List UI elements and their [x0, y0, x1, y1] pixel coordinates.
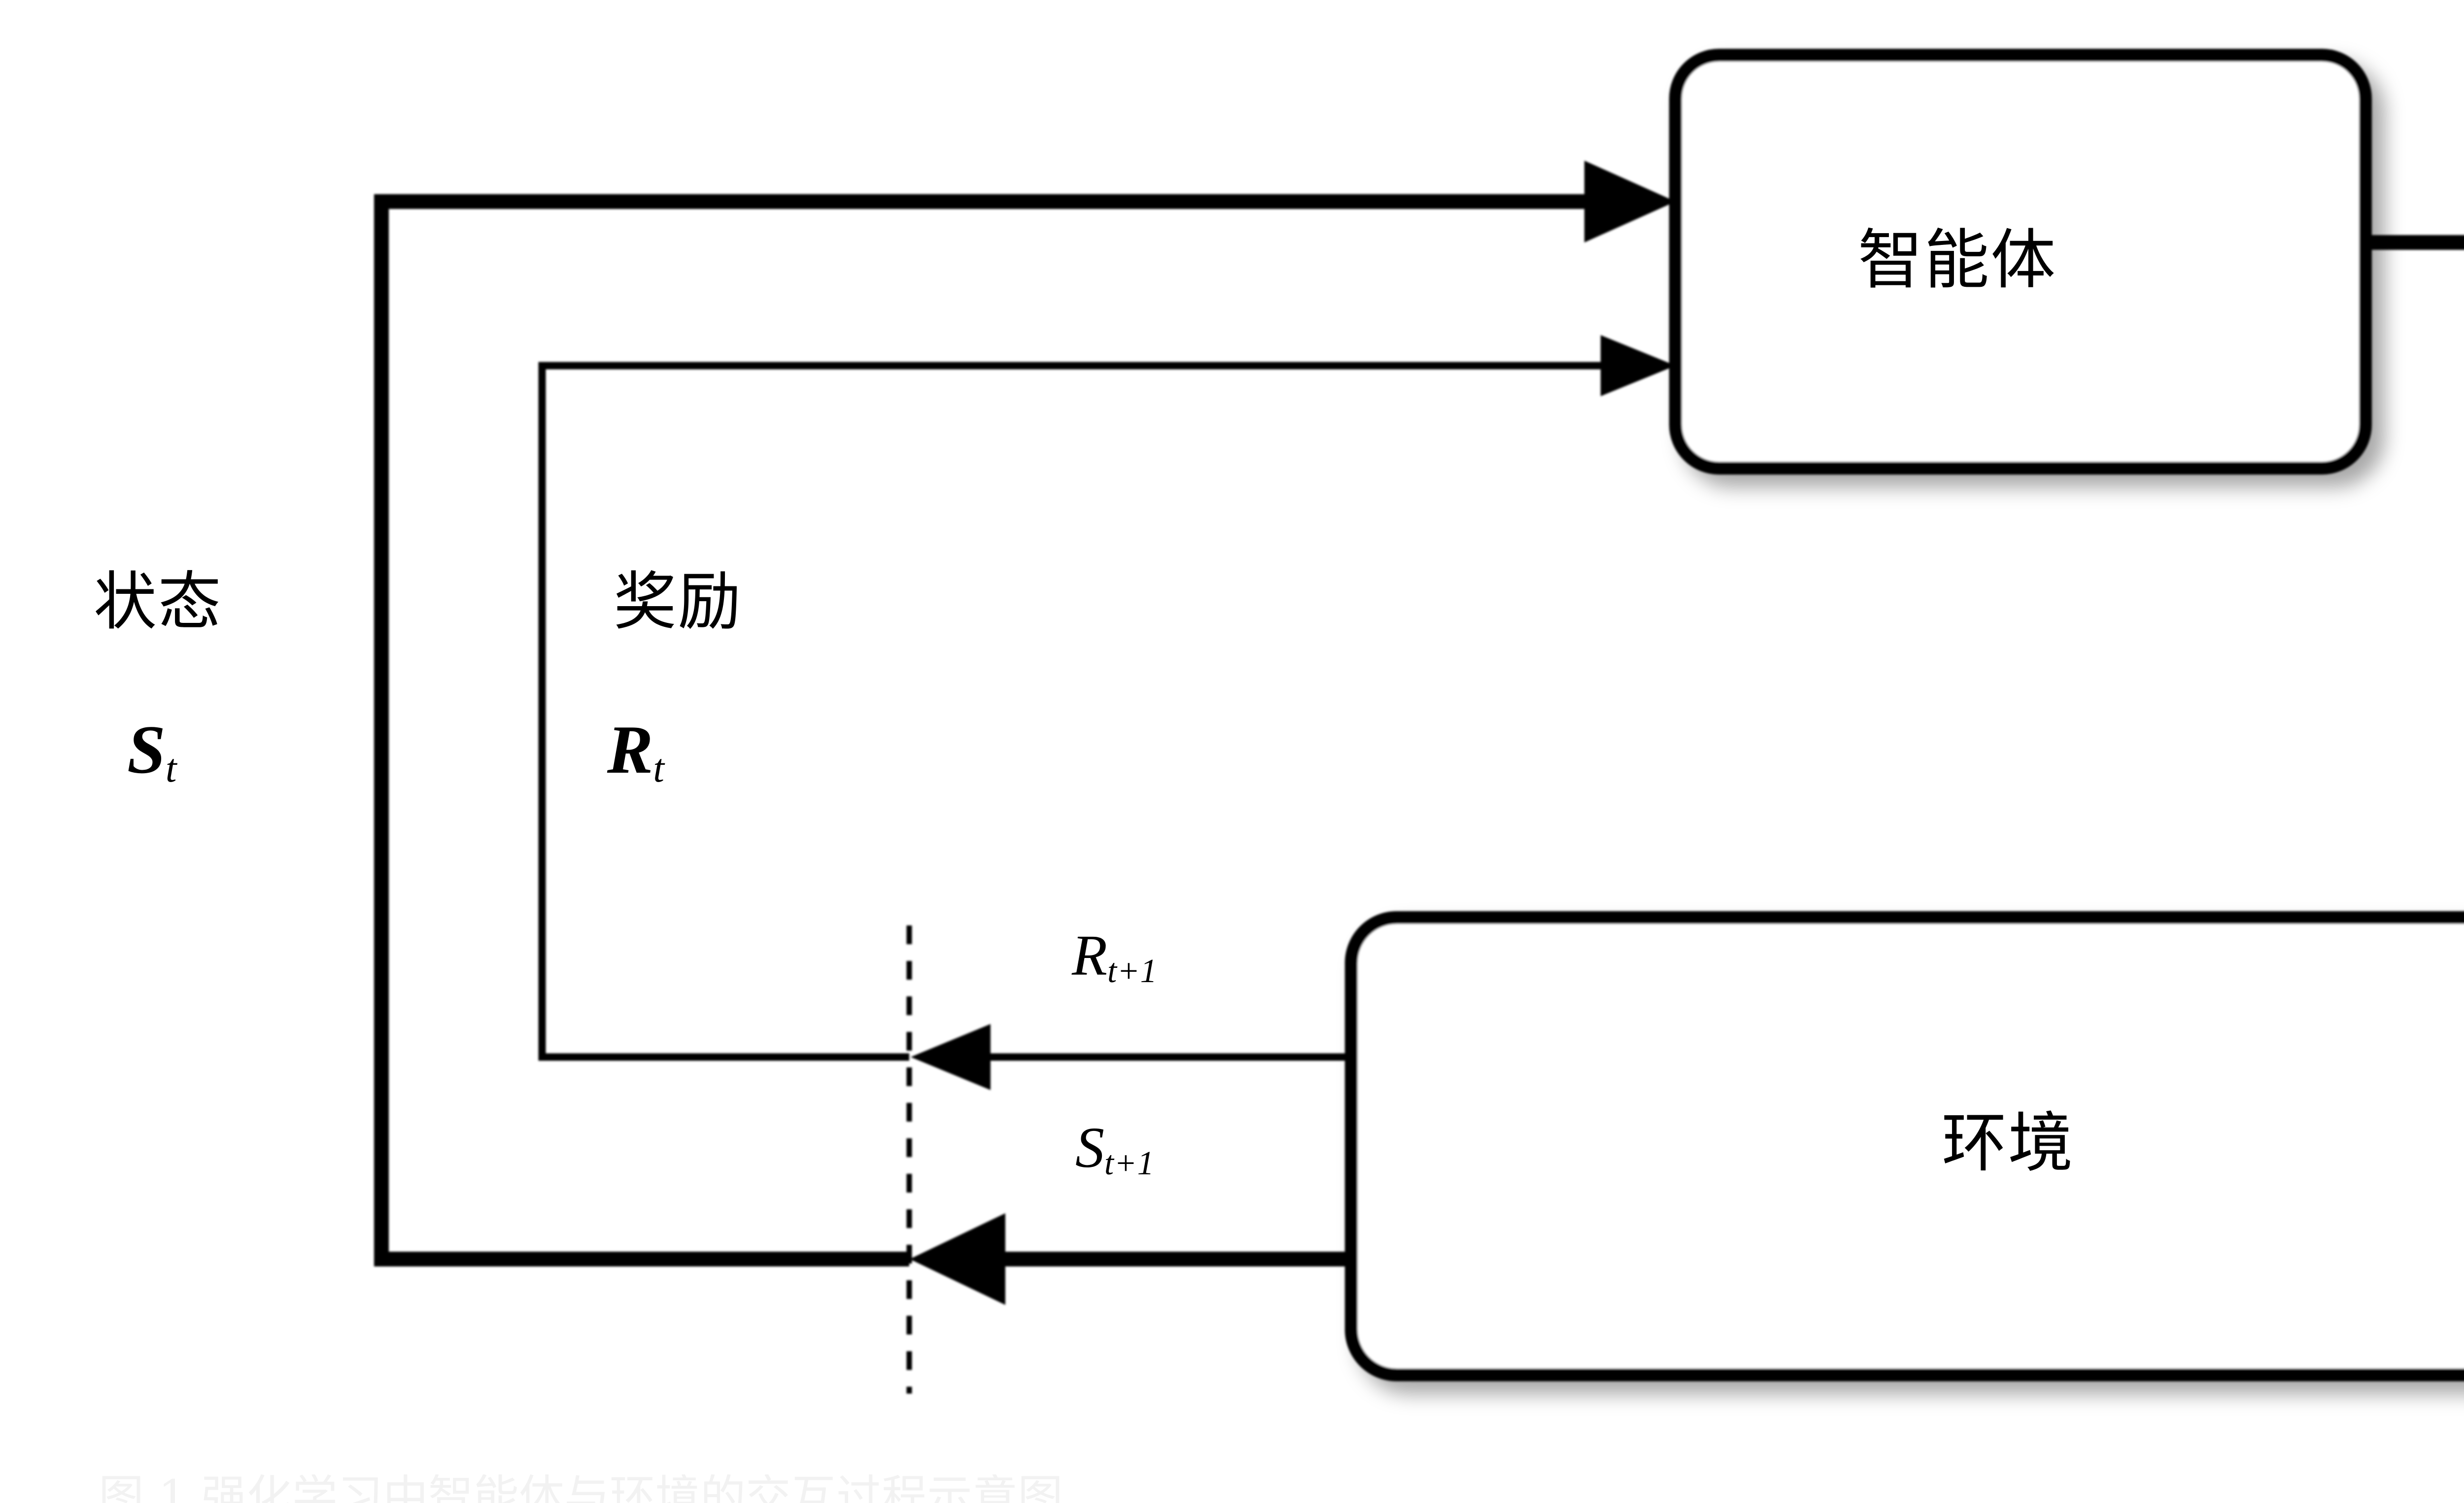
state-symbol: St [127, 716, 177, 788]
edge-reward-return [538, 335, 1676, 1061]
reward-symbol-sub: t [653, 746, 665, 790]
reward-next-symbol: Rt+1 [1072, 926, 1158, 988]
agent-box-label: 智能体 [1858, 222, 2057, 298]
state-symbol-sub: t [165, 746, 177, 790]
edge-state-return [374, 161, 1676, 1266]
environment-box-label: 环境 [1942, 1105, 2075, 1181]
reward-symbol-base: R [607, 712, 653, 788]
state-symbol-base: S [127, 712, 166, 788]
state-next-symbol: St+1 [1075, 1119, 1154, 1180]
reward-next-sub: t+1 [1107, 952, 1158, 990]
environment-box [1345, 911, 2464, 1381]
figure-caption: 图 1 强化学习中智能体与环境的交互过程示意图 [99, 1474, 1063, 1503]
agent-box [1669, 49, 2372, 475]
reward-symbol: Rt [607, 716, 665, 788]
state-next-sub: t+1 [1104, 1144, 1155, 1182]
edge-state-next [910, 1213, 1350, 1305]
reward-next-base: R [1072, 923, 1108, 988]
edge-reward-next [911, 1024, 1350, 1090]
state-next-base: S [1075, 1115, 1104, 1180]
state-label-zh: 状态 [94, 565, 223, 639]
reward-label-zh: 奖励 [614, 565, 743, 639]
